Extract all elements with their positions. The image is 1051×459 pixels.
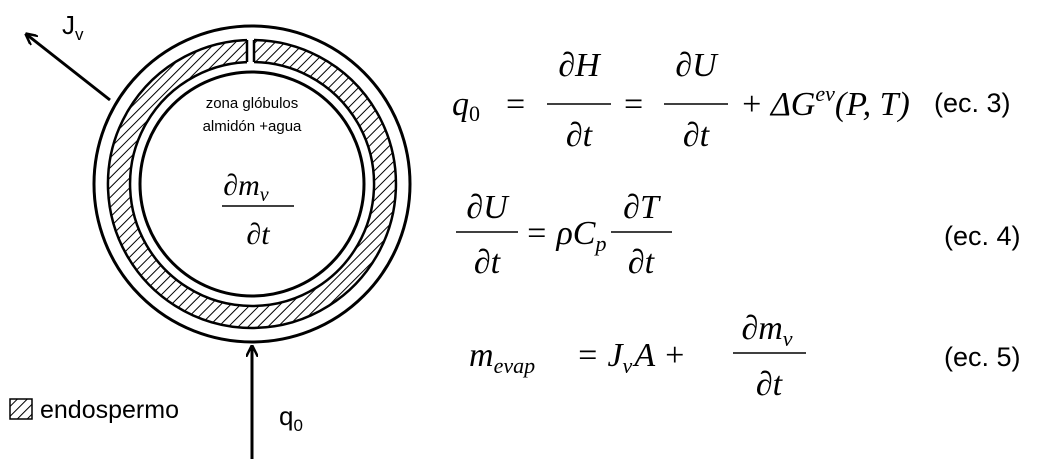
- eq5-sub: v: [623, 353, 633, 378]
- legend-swatch: [9, 398, 33, 420]
- eq3-plus-dg: + ΔG: [740, 86, 815, 123]
- equation-5: mevap = JvA + ∂mv ∂t (ec. 5): [469, 310, 1021, 403]
- heat-label-sub: 0: [293, 416, 302, 435]
- eq5-lhs: m: [469, 337, 494, 374]
- svg-text:+ ΔGev(P, T): + ΔGev(P, T): [740, 81, 910, 123]
- eq3-equals-2: =: [624, 86, 643, 123]
- flux-label-sub: v: [75, 25, 84, 44]
- eq3-equals-1: =: [506, 86, 525, 123]
- eq4-frac1-num: ∂U: [466, 189, 510, 226]
- eq3-frac2-den: ∂t: [683, 117, 711, 154]
- svg-text:∂mv: ∂mv: [223, 169, 269, 206]
- mass-rate-denominator: ∂t: [246, 218, 270, 251]
- eq5-frac-den: ∂t: [756, 366, 784, 403]
- eq3-frac1-num: ∂H: [558, 47, 602, 84]
- eq3-tag: (ec. 3): [934, 88, 1011, 118]
- eq3-lhs: q: [452, 86, 469, 123]
- eq5-frac-num-sub: v: [783, 326, 793, 351]
- endosperm-layer: [106, 38, 398, 330]
- eq5-tag: (ec. 5): [944, 342, 1021, 372]
- flux-label: J: [62, 10, 75, 40]
- eq3-lhs-sub: 0: [469, 101, 480, 126]
- endosperm-gap: [247, 36, 254, 66]
- svg-text:Jv: Jv: [62, 10, 84, 44]
- outer-ring: [92, 24, 412, 344]
- equation-3: q0 = ∂H ∂t = ∂U ∂t + ΔGev(P, T) (ec. 3): [452, 47, 1011, 154]
- inner-ring: [138, 70, 366, 298]
- eq4-tag: (ec. 4): [944, 221, 1021, 251]
- svg-text:q0: q0: [452, 86, 480, 126]
- eq3-frac2-num: ∂U: [675, 47, 719, 84]
- svg-text:= JvA +: = JvA +: [576, 337, 686, 378]
- mass-rate-num-sub: v: [260, 184, 269, 206]
- eq3-sup: ev: [815, 81, 835, 106]
- eq4-rho-cp: = ρC: [525, 215, 596, 252]
- mass-rate-fraction: ∂mv ∂t: [222, 169, 294, 251]
- eq3-frac1-den: ∂t: [566, 117, 594, 154]
- legend-label: endospermo: [40, 396, 179, 424]
- eq5-term: A +: [632, 337, 686, 374]
- equation-4: ∂U ∂t = ρCp ∂T ∂t (ec. 4): [456, 189, 1021, 281]
- eq4-frac2-den: ∂t: [628, 244, 656, 281]
- legend: endospermo: [9, 396, 179, 424]
- svg-text:mevap: mevap: [469, 337, 535, 378]
- svg-text:q0: q0: [279, 401, 303, 435]
- eq5-frac-num: ∂m: [741, 310, 782, 347]
- heat-label: q: [279, 401, 293, 431]
- eq5-lhs-sub: evap: [494, 353, 536, 378]
- zone-label-line1: zona glóbulos: [206, 95, 299, 112]
- eq5-equals-j: = J: [576, 337, 624, 374]
- zone-label-line2: almidón +agua: [203, 118, 302, 135]
- eq4-sub: p: [593, 231, 606, 256]
- mass-rate-numerator: ∂m: [223, 169, 260, 202]
- svg-text:∂mv: ∂mv: [741, 310, 792, 351]
- vapor-flux-arrow: Jv: [26, 10, 111, 102]
- heat-input-arrow: q0: [252, 346, 303, 459]
- eq4-frac2-num: ∂T: [623, 189, 661, 226]
- eq3-args: (P, T): [835, 86, 910, 123]
- grain-diagram: zona glóbulos almidón +agua ∂mv ∂t: [92, 24, 412, 344]
- eq4-frac1-den: ∂t: [474, 244, 502, 281]
- svg-text:= ρCp: = ρCp: [525, 215, 606, 256]
